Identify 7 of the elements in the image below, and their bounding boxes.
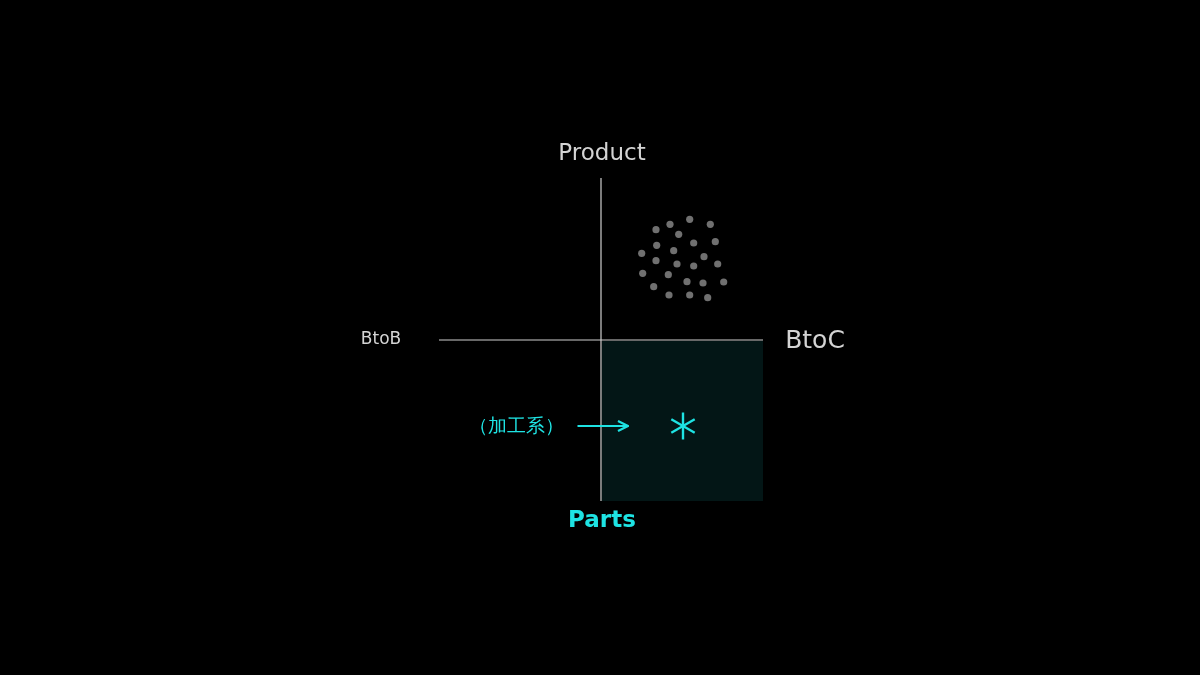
annotation-text: （加工系） <box>468 415 564 437</box>
axis-label: BtoC <box>785 325 845 355</box>
axis-label: BtoB <box>360 329 402 349</box>
axis-label: Product <box>558 138 646 166</box>
arrow <box>577 419 630 433</box>
asterisk-icon <box>668 411 698 441</box>
axis-label: Parts <box>568 505 636 533</box>
